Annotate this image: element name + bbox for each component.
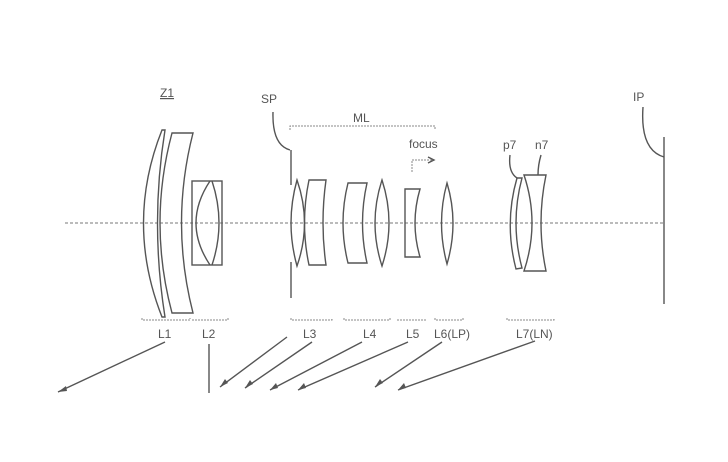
lens-group-L4: [342, 177, 390, 269]
label-ML: ML: [353, 111, 370, 125]
label-L3: L3: [303, 327, 317, 341]
label-p7: p7: [503, 138, 517, 152]
lens-group-L1: [142, 129, 194, 318]
label-L6: L6(LP): [434, 327, 470, 341]
label-L7: L7(LN): [516, 327, 553, 341]
leader-arrows: [57, 336, 536, 393]
label-IP: IP: [633, 90, 644, 104]
label-SP: SP: [261, 92, 277, 106]
label-L2: L2: [202, 327, 216, 341]
label-L4: L4: [363, 327, 377, 341]
image-plane: [641, 106, 665, 304]
aperture-stop: [272, 111, 292, 298]
group-brackets: [141, 318, 555, 321]
label-n7: n7: [535, 138, 549, 152]
label-Z1: Z1: [160, 86, 174, 100]
focus-arrow: [411, 156, 436, 172]
bracket-ML: [289, 125, 436, 130]
label-L5: L5: [406, 327, 420, 341]
label-L1: L1: [158, 327, 172, 341]
lens-group-L2: [191, 180, 223, 266]
lens-group-L3: [290, 177, 327, 269]
lens-group-L7: [508, 154, 547, 272]
lens-group-L6: [440, 180, 454, 267]
label-focus: focus: [409, 137, 438, 151]
lens-group-L5: [404, 188, 421, 258]
